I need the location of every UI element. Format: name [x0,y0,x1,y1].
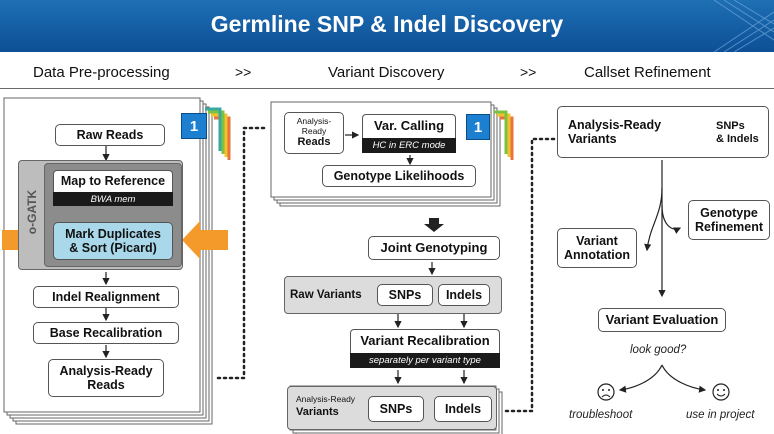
sample-count-badge: 1 [466,114,490,140]
troubleshoot-label: troubleshoot [569,409,633,421]
map-reference-box: Map to Reference [53,170,173,192]
genotype-refinement-line1: Genotype [700,205,758,220]
analysis-ready-reads-box: Analysis-Ready Reads [48,359,164,397]
analysis-ready-line1: Analysis-Ready [59,363,153,378]
snps-box: SNPs [377,284,433,306]
decorative-lines [713,0,774,52]
genotype-refinement-box: Genotype Refinement [688,200,770,240]
hc-erc-caption: HC in ERC mode [362,138,456,153]
bwa-mem-caption: BWA mem [53,192,173,206]
analysis-ready-variants-line1: Analysis-Ready [296,394,356,404]
stage-separator: >> [520,64,537,80]
header-divider [0,88,774,89]
genotype-likelihoods-box: Genotype Likelihoods [322,165,476,187]
separately-caption: separately per variant type [350,353,500,368]
analysis-ready-variants-label: Analysis-Ready Variants [296,394,355,419]
variant-annotation-box: Variant Annotation [557,228,637,268]
refinement-input-box: Analysis-Ready Variants [557,106,769,158]
mark-duplicates-line2: & Sort (Picard) [69,241,157,255]
analysis-ready-small-line1: Analysis-Ready [296,115,332,136]
variant-recalibration-box: Variant Recalibration [350,329,500,353]
raw-reads-box: Raw Reads [55,124,165,146]
indel-realignment-box: Indel Realignment [33,286,179,308]
raw-variants-label: Raw Variants [290,289,362,301]
variant-evaluation-box: Variant Evaluation [598,308,726,332]
genotype-refinement-line2: Refinement [694,220,764,234]
mark-duplicates-line1: Mark Duplicates [65,226,161,241]
analysis-ready-variants-line2: Variants [296,406,339,419]
variant-annotation-line2: Annotation [564,248,630,262]
stage-separator: >> [235,64,252,80]
snps-indels-line1: SNPs [716,120,745,132]
sample-count-badge: 1 [181,113,207,139]
refinement-input-line2: Variants [568,132,617,146]
mark-duplicates-box: Mark Duplicates & Sort (Picard) [53,222,173,260]
base-recalibration-box: Base Recalibration [33,322,179,344]
sad-face-icon [597,383,615,401]
stage-discovery: Variant Discovery [328,64,445,81]
refinement-input-line1: Analysis-Ready [568,117,662,132]
joint-genotyping-box: Joint Genotyping [368,236,500,260]
smiley-face-icon [712,383,730,401]
indels-box: Indels [438,284,490,306]
gatk-label: o-GATK [25,189,40,235]
snps-indels-label: SNPs & Indels [716,120,759,146]
analysis-ready-line2: Reads [87,378,125,392]
title-banner: Germline SNP & Indel Discovery [0,0,774,52]
use-in-project-label: use in project [686,409,755,421]
analysis-ready-small-line2: Reads [297,136,331,149]
stage-refinement: Callset Refinement [584,64,711,81]
analysis-ready-reads-small: Analysis-Ready Reads [284,112,344,154]
refinement-input-label: Analysis-Ready Variants [568,118,661,147]
page-title: Germline SNP & Indel Discovery [210,11,564,37]
indels-output-box: Indels [434,396,492,422]
stage-preprocessing: Data Pre-processing [33,64,170,81]
look-good-label: look good? [630,344,687,356]
variant-annotation-line1: Variant [576,233,618,248]
snps-output-box: SNPs [368,396,424,422]
snps-indels-line2: & Indels [716,133,759,146]
var-calling-box: Var. Calling [362,114,456,138]
